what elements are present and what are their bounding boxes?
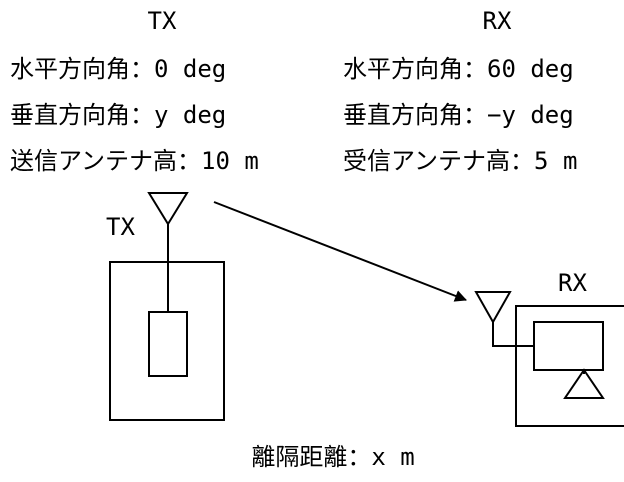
rx-antenna-height: 受信アンテナ高：5 m [343, 147, 578, 175]
tx-vertical-angle: 垂直方向角：y deg [10, 101, 227, 129]
tx-equipment-box [148, 311, 188, 377]
rx-diagram-label: RX [558, 269, 587, 297]
rx-horizontal-angle: 水平方向角：60 deg [343, 55, 574, 83]
rx-heading: RX [482, 7, 512, 35]
rx-building [515, 305, 624, 427]
tx-heading: TX [147, 7, 177, 35]
separation-distance: 離隔距離：x m [251, 443, 415, 471]
rx-feed-line [492, 322, 534, 347]
rx-stand-icon [563, 368, 605, 399]
tx-antenna-icon [147, 192, 189, 226]
rx-equipment-box [533, 321, 604, 371]
propagation-arrow [213, 201, 467, 302]
tx-antenna-height: 送信アンテナ高：10 m [10, 147, 259, 175]
rx-vertical-angle: 垂直方向角：−y deg [343, 101, 574, 129]
tx-horizontal-angle: 水平方向角：0 deg [10, 55, 227, 83]
tx-diagram-label: TX [106, 213, 135, 241]
rx-antenna-icon [474, 291, 512, 325]
